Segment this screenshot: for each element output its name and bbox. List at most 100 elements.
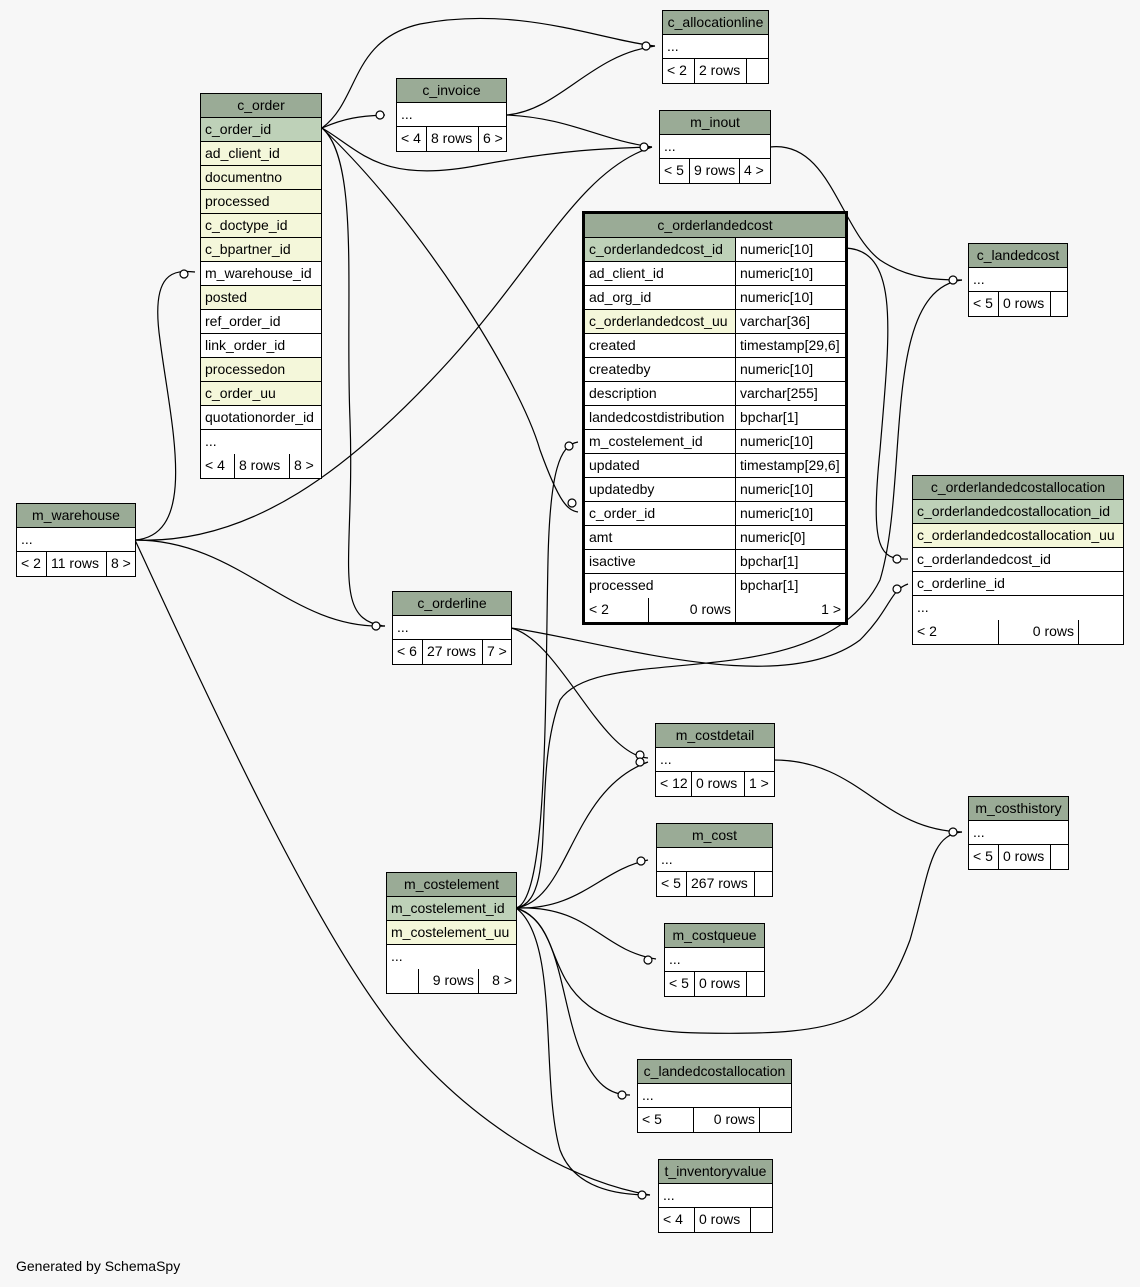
parents-count[interactable]: < 4 — [201, 454, 235, 478]
parents-count[interactable]: < 6 — [393, 640, 423, 664]
column-row[interactable]: ... — [201, 430, 321, 454]
children-count[interactable] — [1079, 620, 1123, 644]
children-count[interactable] — [1051, 292, 1067, 316]
column-row[interactable]: c_orderlandedcost_id — [913, 548, 1123, 572]
column-row[interactable]: c_orderlandedcostallocation_uu — [913, 524, 1123, 548]
column-row[interactable]: m_costelement_uu — [387, 921, 516, 945]
row-count: 8 rows — [235, 454, 290, 478]
children-count[interactable] — [755, 872, 772, 896]
children-count[interactable] — [1051, 845, 1068, 869]
column-row[interactable]: posted — [201, 286, 321, 310]
table-c_allocationline[interactable]: c_allocationline ... < 2 2 rows — [662, 10, 769, 84]
column-row[interactable]: c_bpartner_id — [201, 238, 321, 262]
parents-count[interactable] — [387, 969, 419, 993]
column-row[interactable]: c_order_uu — [201, 382, 321, 406]
column-row[interactable]: c_doctype_id — [201, 214, 321, 238]
column-name: processed — [585, 574, 736, 598]
parents-count[interactable]: < 4 — [397, 127, 427, 151]
parents-count[interactable]: < 4 — [659, 1208, 695, 1232]
table-header: c_orderlandedcostallocation — [913, 476, 1123, 500]
table-header: c_orderlandedcost — [585, 214, 845, 238]
children-count[interactable]: 8 > — [290, 454, 321, 478]
column-name: createdby — [585, 358, 736, 381]
children-count[interactable]: 1 > — [736, 598, 845, 622]
children-count[interactable]: 1 > — [745, 772, 774, 796]
column-row[interactable]: ... — [913, 596, 1123, 620]
children-count[interactable]: 4 > — [740, 159, 770, 183]
children-count[interactable]: 8 > — [479, 969, 516, 993]
parents-count[interactable]: < 5 — [657, 872, 687, 896]
column-row[interactable]: ... — [387, 945, 516, 969]
column-row[interactable]: c_order_id — [201, 118, 321, 142]
parents-count[interactable]: < 5 — [660, 159, 690, 183]
parents-count[interactable]: < 5 — [969, 845, 999, 869]
table-m_costhistory[interactable]: m_costhistory ... < 5 0 rows — [968, 796, 1069, 870]
children-count[interactable]: 7 > — [483, 640, 511, 664]
edge-m_costdetail-m_costhistory — [773, 759, 963, 833]
table-t_inventoryvalue[interactable]: t_inventoryvalue ... < 4 0 rows — [658, 1159, 773, 1233]
row-count: 0 rows — [649, 598, 736, 622]
children-count[interactable]: 8 > — [107, 552, 135, 576]
column-row[interactable]: quotationorder_id — [201, 406, 321, 430]
table-m_costqueue[interactable]: m_costqueue ... < 5 0 rows — [664, 923, 765, 997]
table-m_cost[interactable]: m_cost ... < 5 267 rows — [656, 823, 773, 897]
table-header: c_landedcost — [969, 244, 1067, 268]
parents-count[interactable]: < 5 — [638, 1108, 694, 1132]
edge-end-marker — [641, 41, 651, 51]
column-row[interactable]: link_order_id — [201, 334, 321, 358]
more-columns: ... — [401, 106, 413, 122]
table-m_warehouse[interactable]: m_warehouse ... < 2 11 rows 8 > — [16, 503, 136, 577]
children-count[interactable] — [751, 1208, 772, 1232]
table-c_landedcostallocation[interactable]: c_landedcostallocation ... < 5 0 rows — [637, 1059, 792, 1133]
column-row[interactable]: ad_client_id — [201, 142, 321, 166]
table-header: c_order — [201, 94, 321, 118]
parents-count[interactable]: < 5 — [665, 972, 695, 996]
column-row[interactable]: processed — [201, 190, 321, 214]
children-count[interactable]: 6 > — [479, 127, 506, 151]
parents-count[interactable]: < 2 — [663, 59, 695, 83]
table-c_landedcost[interactable]: c_landedcost ... < 5 0 rows — [968, 243, 1068, 317]
parents-count[interactable]: < 12 — [656, 772, 692, 796]
column-row[interactable]: c_orderline_id — [913, 572, 1123, 596]
column-row[interactable]: ref_order_id — [201, 310, 321, 334]
parents-count[interactable]: < 2 — [17, 552, 47, 576]
edge-c_order-c_invoice — [321, 114, 386, 129]
column-name: isactive — [585, 550, 736, 573]
column-row[interactable]: m_warehouse_id — [201, 262, 321, 286]
parents-count[interactable]: < 5 — [969, 292, 999, 316]
column-type: numeric[10] — [736, 430, 845, 453]
table-c_orderlandedcostallocation[interactable]: c_orderlandedcostallocation c_orderlande… — [912, 475, 1124, 645]
children-count[interactable] — [747, 59, 768, 83]
table-m_costdetail[interactable]: m_costdetail ... < 12 0 rows 1 > — [655, 723, 775, 797]
column-row[interactable]: processedon — [201, 358, 321, 382]
edge-c_order-c_orderline — [321, 127, 386, 627]
children-count[interactable] — [747, 972, 764, 996]
parents-count[interactable]: < 2 — [585, 598, 649, 622]
column-row[interactable]: documentno — [201, 166, 321, 190]
parents-count[interactable]: < 2 — [913, 620, 999, 644]
children-count[interactable] — [760, 1108, 791, 1132]
column-row[interactable]: c_orderlandedcostallocation_id — [913, 500, 1123, 524]
table-c_invoice[interactable]: c_invoice ... < 4 8 rows 6 > — [396, 78, 507, 152]
table-m_inout[interactable]: m_inout ... < 5 9 rows 4 > — [659, 110, 771, 184]
column-row[interactable]: m_costelement_id — [387, 897, 516, 921]
table-c_orderline[interactable]: c_orderline ... < 6 27 rows 7 > — [392, 591, 512, 665]
